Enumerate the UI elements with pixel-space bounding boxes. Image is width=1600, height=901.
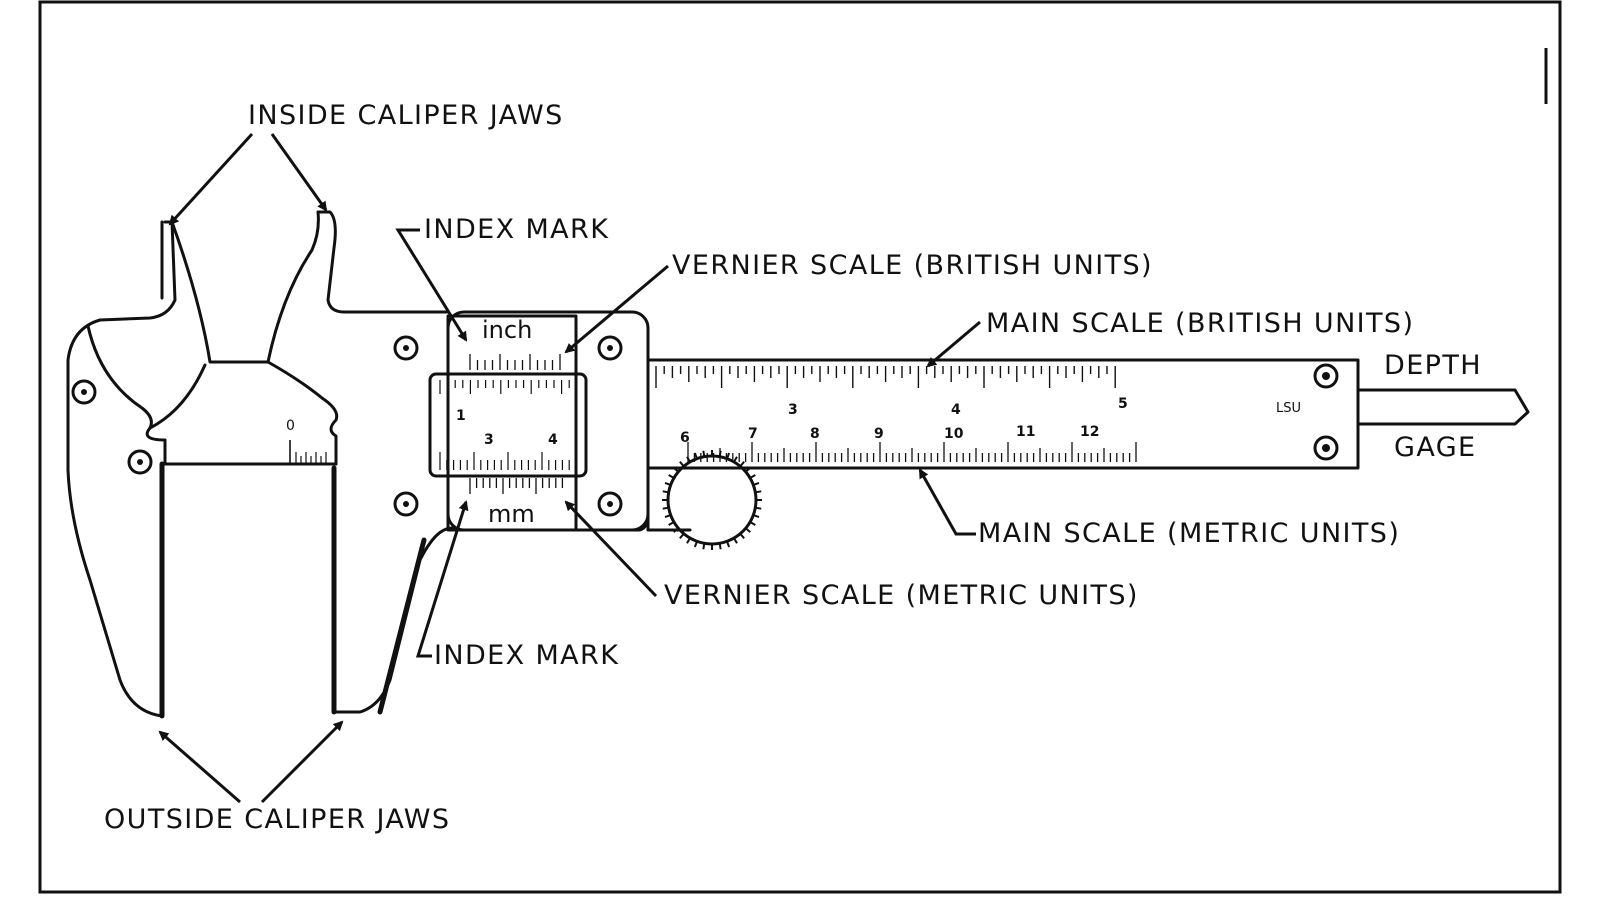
- wheel-knurl-tooth: [753, 514, 760, 519]
- wheel-knurl-tooth: [733, 456, 738, 463]
- wheel-knurl-tooth: [662, 506, 669, 510]
- thumb-wheel: [646, 450, 762, 550]
- main-cm-number-12: 12: [1080, 424, 1099, 440]
- wheel-knurl-tooth: [693, 452, 698, 459]
- main-inch-number-4: 4: [951, 402, 961, 418]
- arrow-main-british: [926, 320, 981, 368]
- depth-gage-rod: [1356, 388, 1530, 426]
- main-cm-number-7: 7: [748, 426, 758, 442]
- label-vernier-metric: VERNIER SCALE (METRIC UNITS): [664, 580, 1139, 611]
- wheel-knurl-tooth: [753, 481, 760, 486]
- main-cm-number-10: 10: [944, 426, 964, 442]
- wheel-knurl-tooth: [702, 450, 706, 457]
- wheel-knurl-tooth: [679, 461, 685, 467]
- wheel-knurl-tooth: [749, 474, 756, 479]
- wheel-knurl-tooth: [718, 543, 722, 550]
- label-main-british: MAIN SCALE (BRITISH UNITS): [986, 308, 1414, 339]
- label-inside-caliper-jaws: INSIDE CALIPER JAWS: [248, 100, 564, 131]
- arrow-index-mark-bottom: [415, 500, 469, 658]
- maker-mark: LSU: [1276, 401, 1301, 416]
- wheel-knurl-tooth: [739, 533, 745, 539]
- leader-arrows: [158, 132, 981, 804]
- main-cm-number-8: 8: [810, 426, 820, 442]
- sliding-jaw: [331, 310, 650, 715]
- arrow-inside-jaw-left: [168, 132, 254, 226]
- wheel-knurl-tooth: [745, 467, 751, 473]
- vernier-inch-unit: inch: [482, 316, 532, 344]
- vernier-number-4: 4: [548, 432, 558, 448]
- page-frame: [38, 0, 1562, 894]
- wheel-knurl-tooth: [726, 452, 731, 459]
- wheel-knurl-tooth: [755, 506, 762, 510]
- wheel-knurl-tooth: [686, 456, 691, 463]
- wheel-knurl-tooth: [745, 527, 751, 533]
- label-index-mark-bottom: INDEX MARK: [434, 640, 619, 671]
- wheel-knurl-tooth: [749, 521, 756, 526]
- wheel-knurl-tooth: [662, 490, 669, 494]
- label-gage: GAGE: [1394, 432, 1477, 463]
- wheel-knurl-tooth: [693, 541, 698, 548]
- wheel-knurl-tooth: [664, 514, 671, 519]
- fixed-jaw: [66, 210, 450, 719]
- jaw-zero-label: 0: [286, 418, 295, 434]
- wheel-knurl-tooth: [702, 543, 706, 550]
- vernier-window: inch mm 1 3 4: [428, 314, 588, 532]
- wheel-knurl-tooth: [755, 490, 762, 494]
- vernier-number-3: 3: [484, 432, 494, 448]
- main-cm-number-9: 9: [874, 426, 884, 442]
- wheel-knurl-tooth: [679, 533, 685, 539]
- label-vernier-british: VERNIER SCALE (BRITISH UNITS): [672, 250, 1153, 281]
- wheel-knurl-tooth: [664, 481, 671, 486]
- wheel-knurl-tooth: [668, 521, 675, 526]
- wheel-knurl-tooth: [686, 537, 691, 544]
- wheel-knurl-tooth: [668, 474, 675, 479]
- main-inch-number-5: 5: [1118, 396, 1128, 412]
- main-cm-number-6: 6: [680, 430, 690, 446]
- main-inch-number-3: 3: [788, 402, 798, 418]
- wheel-knurl-tooth: [673, 467, 679, 473]
- wheel-knurl-tooth: [718, 450, 722, 457]
- label-outside-caliper-jaws: OUTSIDE CALIPER JAWS: [104, 804, 450, 835]
- wheel-knurl-tooth: [726, 541, 731, 548]
- vernier-mm-unit: mm: [488, 500, 535, 528]
- arrow-outside-jaw-right: [260, 720, 344, 804]
- jaw-depth-scale: 0: [286, 418, 327, 464]
- main-beam: 3 4 5 6 7 8 9 10 11 12 LSU: [646, 358, 1360, 470]
- vernier-number-1: 1: [456, 408, 466, 424]
- label-main-metric: MAIN SCALE (METRIC UNITS): [978, 518, 1400, 549]
- arrow-main-metric: [918, 468, 976, 536]
- main-cm-number-11: 11: [1016, 424, 1035, 440]
- arrow-outside-jaw-left: [158, 730, 241, 804]
- label-index-mark-top: INDEX MARK: [424, 214, 609, 245]
- arrow-vernier-british: [564, 264, 669, 354]
- arrow-index-mark-top: [395, 228, 468, 342]
- wheel-knurl-tooth: [733, 537, 738, 544]
- wheel-knurl-tooth: [739, 461, 745, 467]
- wheel-knurl-tooth: [673, 527, 679, 533]
- arrow-vernier-metric: [564, 500, 658, 598]
- label-depth: DEPTH: [1384, 350, 1482, 381]
- arrow-inside-jaw-right: [270, 133, 328, 212]
